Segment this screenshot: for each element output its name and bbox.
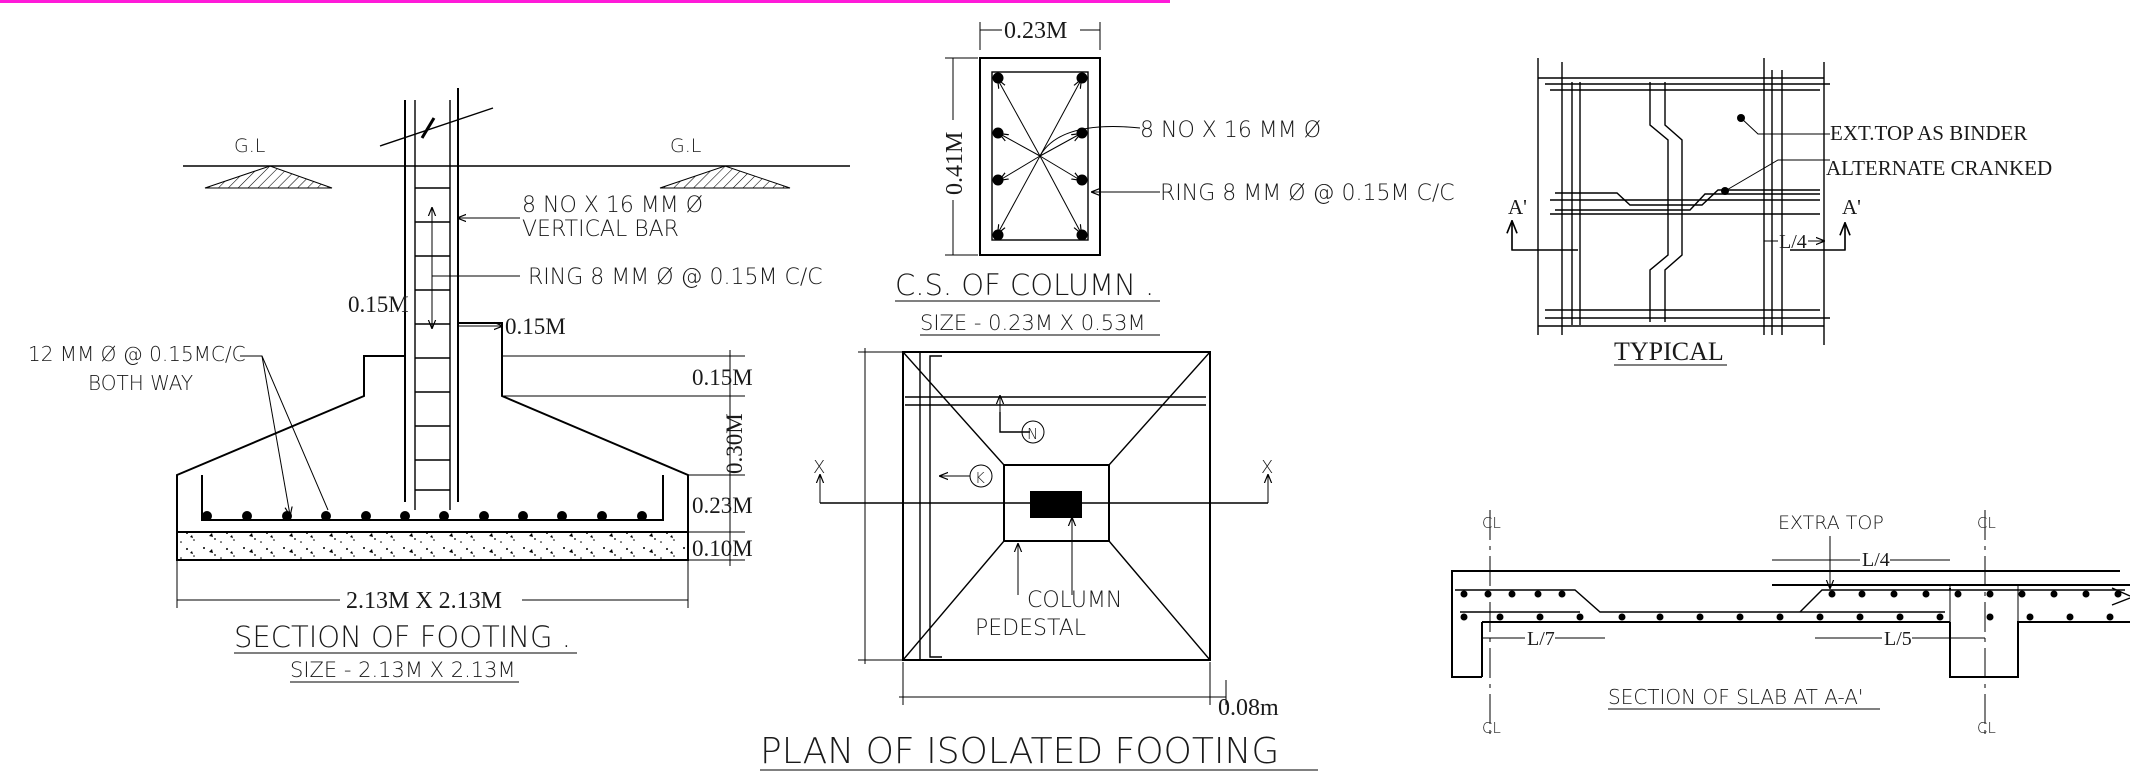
column-section: 0.23M 0.41M 8 NO X 16 MM Ø RING 8 MM Ø bbox=[895, 18, 1455, 336]
bottom-bar-note-line1: 12 MM Ø @ 0.15MC/C bbox=[28, 342, 246, 366]
centerline-mark-top-left: CL bbox=[1482, 514, 1501, 532]
gl-label-right: G.L bbox=[670, 135, 701, 157]
column-label: COLUMN bbox=[1027, 588, 1122, 613]
slab-dim-l-quarter: L/4 bbox=[1862, 549, 1890, 571]
gl-label-left: G.L bbox=[234, 135, 265, 157]
column-block bbox=[1030, 491, 1082, 518]
centerline-mark-bottom-right: CL bbox=[1977, 719, 1996, 737]
vertical-bar-note-line1: 8 NO X 16 MM Ø bbox=[522, 193, 703, 218]
axis-x-left: X bbox=[813, 457, 825, 478]
section-mark-left: A' bbox=[1508, 195, 1527, 219]
marker-n: N bbox=[1027, 425, 1038, 443]
dim-footing-width: 2.13M X 2.13M bbox=[346, 588, 502, 614]
column-ring-note: RING 8 MM Ø @ 0.15M C/C bbox=[1160, 181, 1455, 206]
footing-section-title: SECTION OF FOOTING . bbox=[234, 620, 571, 654]
pedestal-label: PEDESTAL bbox=[975, 616, 1086, 641]
slab-dim-l-seventh: L/7 bbox=[1527, 628, 1555, 650]
bottom-bar-note-line2: BOTH WAY bbox=[88, 371, 193, 395]
extra-top-label: EXTRA TOP bbox=[1778, 512, 1884, 534]
dim-left-offset: 0.15M bbox=[348, 292, 409, 317]
footing-plan: N K X X COLUMN PEDESTAL 0.08m PLAN OF IS… bbox=[760, 348, 1318, 772]
dim-pcc: 0.10M bbox=[692, 536, 753, 561]
column-dim-width: 0.23M bbox=[1004, 18, 1067, 44]
axis-x-right: X bbox=[1261, 457, 1273, 478]
dim-right-offset: 0.15M bbox=[505, 314, 566, 339]
column-section-title: C.S. OF COLUMN . bbox=[895, 268, 1154, 302]
slab-section-title: SECTION OF SLAB AT A-A' bbox=[1608, 685, 1863, 709]
dim-slope: 0.30M bbox=[722, 413, 747, 474]
section-mark-right: A' bbox=[1842, 195, 1861, 219]
footing-section-subtitle: SIZE - 2.13M X 2.13M bbox=[290, 658, 516, 682]
footing-section: G.L G.L bbox=[28, 88, 850, 683]
centerline-mark-top-right: CL bbox=[1977, 514, 1996, 532]
dim-base: 0.23M bbox=[692, 493, 753, 518]
column-main-bar-note: 8 NO X 16 MM Ø bbox=[1140, 118, 1321, 143]
column-dim-depth: 0.41M bbox=[942, 132, 968, 195]
column-section-subtitle: SIZE - 0.23M X 0.53M bbox=[920, 311, 1146, 335]
typical-title: TYPICAL bbox=[1614, 337, 1724, 366]
ring-note: RING 8 MM Ø @ 0.15M C/C bbox=[528, 265, 823, 290]
centerline-mark-bottom-left: CL bbox=[1482, 719, 1501, 737]
footing-plan-title: PLAN OF ISOLATED FOOTING bbox=[760, 731, 1279, 772]
vertical-bar-note-line2: VERTICAL BAR bbox=[522, 217, 679, 242]
dim-l-quarter: L/4 bbox=[1779, 231, 1807, 253]
dim-step: 0.15M bbox=[692, 365, 753, 390]
note-ext-top-binder: EXT.TOP AS BINDER bbox=[1830, 121, 2027, 145]
slab-section: CL CL CL CL EXTRA TOP L/4 L/7 L/5 SECTIO… bbox=[1451, 510, 2130, 740]
note-alternate-cranked: ALTERNATE CRANKED bbox=[1826, 156, 2052, 180]
marker-k: K bbox=[975, 469, 985, 487]
slab-dim-l-fifth: L/5 bbox=[1884, 628, 1912, 650]
typical-detail: EXT.TOP AS BINDER ALTERNATE CRANKED A' A… bbox=[1508, 58, 2052, 366]
plan-dim-offset: 0.08m bbox=[1218, 695, 1279, 721]
